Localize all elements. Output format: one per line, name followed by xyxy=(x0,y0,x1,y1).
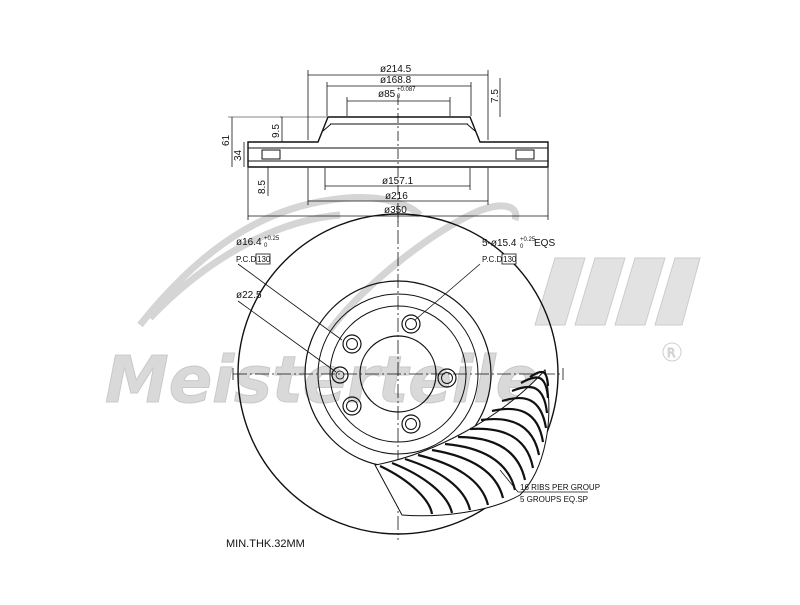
dim-label-34: 34 xyxy=(233,149,244,161)
watermark-stripes xyxy=(534,257,701,326)
dim-label-350: ø350 xyxy=(384,205,407,216)
dim-label-157: ø157.1 xyxy=(382,176,414,187)
watermark-swoosh-logo-2 xyxy=(327,202,520,333)
side-view-vent-right xyxy=(515,149,535,160)
bolt-holes-label: 5-ø15.4 xyxy=(482,238,517,249)
dim-label-61: 61 xyxy=(221,134,232,146)
side-view: ø214.5 ø168.8 ø85 +0.087 0 ø157.1 ø216 ø… xyxy=(221,64,549,225)
side-view-profile-outline xyxy=(247,116,549,168)
leader-ribs-note xyxy=(499,469,519,493)
dim-tol-85-top: +0.087 xyxy=(397,87,416,93)
dim-label-7-5: 7.5 xyxy=(490,89,501,103)
bolt-hole xyxy=(437,368,457,388)
dim-label-216: ø216 xyxy=(385,191,408,202)
watermark-text: Meisterteile xyxy=(105,344,539,418)
dim-label-214: ø214.5 xyxy=(380,64,412,75)
leader-bolt-holes xyxy=(414,263,481,321)
bolt-holes-tol-top: +0.25 xyxy=(520,237,536,243)
front-view: ø16.4 +0.25 0 P.C.D 130 ø22.5 5-ø15.4 +0… xyxy=(232,208,600,540)
pilot-hole xyxy=(331,366,349,384)
leader-hole-dia xyxy=(237,263,343,341)
ribs-per-group-note: 16 RIBS PER GROUP xyxy=(520,483,600,492)
rib-cutaway-outline xyxy=(374,368,550,517)
bolt-hole xyxy=(342,334,362,354)
hole-dia-label: ø16.4 xyxy=(236,237,262,248)
hole-dia-tol-bottom: 0 xyxy=(264,243,268,249)
cooling-ribs xyxy=(379,370,550,515)
watermark-registered-mark: R xyxy=(667,346,675,360)
watermark: Meisterteile R xyxy=(105,194,701,419)
side-view-hat-left xyxy=(322,123,332,132)
watermark-swoosh-logo xyxy=(137,194,423,328)
bolt-pcd-box xyxy=(501,253,517,265)
hole-pcd-label: P.C.D xyxy=(236,255,257,264)
dim-label-8-5: 8.5 xyxy=(257,180,268,194)
dim-label-9-5: 9.5 xyxy=(271,124,282,138)
bolt-holes-eqs: EQS xyxy=(534,238,555,249)
bolt-pcd-label: P.C.D xyxy=(482,255,503,264)
bolt-hole xyxy=(342,396,362,416)
dim-label-168: ø168.8 xyxy=(380,75,412,86)
hole-dia-tol-top: +0.25 xyxy=(264,236,280,242)
dim-tol-85-bottom: 0 xyxy=(397,94,401,100)
bolt-hole xyxy=(401,314,421,334)
watermark-registered-circle xyxy=(662,342,682,362)
dim-label-85: ø85 xyxy=(378,89,396,100)
rib-cutaway xyxy=(374,368,550,517)
bolt-hole xyxy=(401,414,421,434)
leader-pilot-dia xyxy=(237,300,337,373)
groups-note: 5 GROUPS EQ.SP xyxy=(520,495,588,504)
hole-pcd-value: 130 xyxy=(257,255,271,264)
hole-pcd-box xyxy=(255,253,271,265)
side-view-hat-right xyxy=(466,123,476,132)
bolt-pcd-value: 130 xyxy=(503,255,517,264)
side-view-vent-left xyxy=(261,149,281,160)
min-thickness-note: MIN.THK.32MM xyxy=(226,538,305,550)
pilot-dia-label: ø22.5 xyxy=(236,290,262,301)
bolt-holes-tol-bottom: 0 xyxy=(520,244,524,250)
